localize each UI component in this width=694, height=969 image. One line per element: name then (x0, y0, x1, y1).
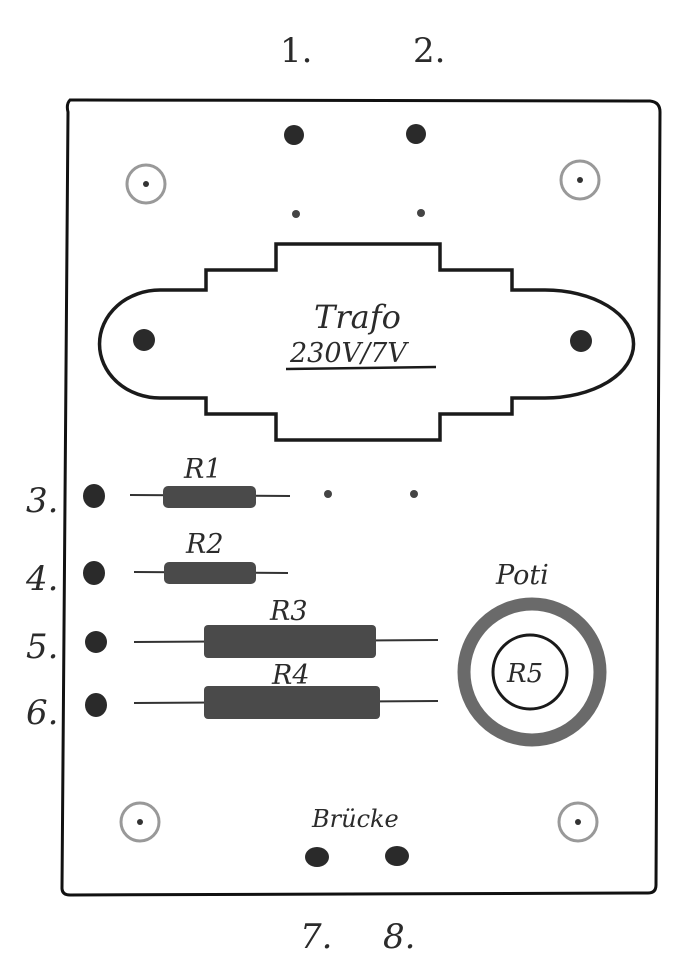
via-1 (292, 210, 300, 218)
potentiometer-label: R5 (506, 659, 543, 689)
resistor-r2 (164, 562, 256, 584)
mounting-hole-top-right (559, 159, 601, 201)
potentiometer-outer-ring (457, 597, 607, 747)
transformer-pad-right (570, 330, 592, 352)
resistor-label-r1: R1 (183, 454, 222, 485)
mounting-hole-top-left (125, 163, 167, 205)
pad-2 (406, 124, 426, 144)
pad-5 (85, 631, 107, 653)
pad-8 (385, 846, 409, 866)
via-3 (324, 490, 332, 498)
resistor-label-r4: R4 (271, 660, 310, 691)
resistor-label-r2: R2 (185, 529, 224, 560)
pin-label-2: 2. (413, 31, 445, 71)
pin-label-6: 6. (26, 693, 58, 733)
transformer-rating: 230V/7V (289, 338, 409, 369)
potentiometer-inner-ring (491, 633, 569, 711)
pad-1 (284, 125, 304, 145)
pin-label-4: 4. (25, 559, 58, 599)
transformer-outline (97, 242, 636, 442)
transformer-name: Trafo (314, 298, 401, 336)
pin-label-1: 1. (280, 31, 312, 71)
mounting-hole-bottom-left (119, 801, 161, 843)
pin-label-7: 7. (300, 917, 332, 957)
via-4 (410, 490, 418, 498)
pad-7 (305, 847, 329, 867)
bridge-label: Brücke (311, 805, 399, 833)
resistor-r1 (163, 486, 256, 508)
resistor-r4 (204, 686, 380, 719)
resistor-label-r3: R3 (269, 596, 308, 627)
pad-4 (83, 561, 105, 585)
mounting-hole-bottom-right (557, 801, 599, 843)
pin-label-3: 3. (26, 481, 58, 521)
board-outline (60, 98, 662, 897)
pin-label-8: 8. (383, 917, 415, 957)
resistor-r3 (204, 625, 376, 658)
via-2 (417, 209, 425, 217)
pad-6 (85, 693, 107, 717)
pin-label-5: 5. (26, 627, 58, 667)
potentiometer-title: Poti (495, 560, 549, 591)
transformer-pad-left (133, 329, 155, 351)
pad-3 (83, 484, 105, 508)
transformer-rating-underline (285, 365, 437, 371)
